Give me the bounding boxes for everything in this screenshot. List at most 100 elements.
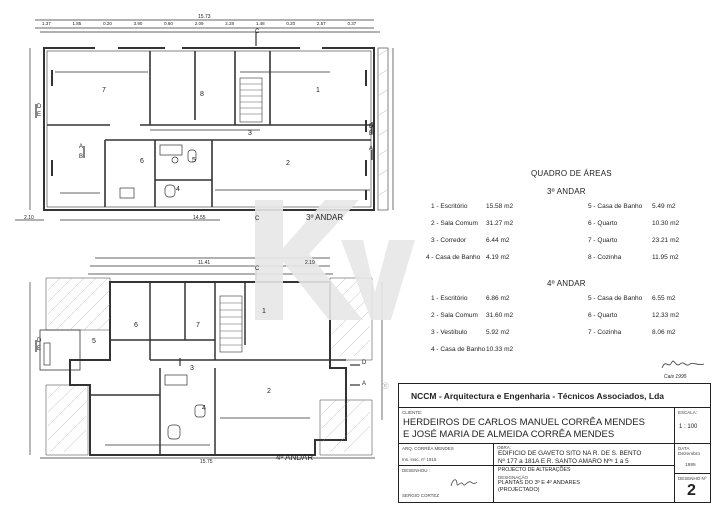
room-number: 7 xyxy=(102,87,106,94)
dim-segment: 1.37 xyxy=(42,21,51,26)
signature-note: Cais 1995 xyxy=(664,374,687,380)
area-value: 23.21 m2 xyxy=(652,237,680,244)
room-number: 1 xyxy=(262,308,266,315)
section-mark: E xyxy=(37,112,42,118)
date-cell: DATA Dezembro 1995 xyxy=(675,444,710,474)
drawing-number-cell: DESENHO Nº 2 xyxy=(675,474,710,502)
obra-line-2: Nº 177 a 181A E R. SANTO AMARO Nºˢ 1 a 5 xyxy=(498,457,629,465)
escala-label: ESCALA: xyxy=(678,410,698,415)
dim-third-width: 14.55 xyxy=(193,215,206,221)
section-mark: A xyxy=(79,144,84,150)
room-number: 4 xyxy=(176,186,180,193)
company-name: NCCM - Arquitectura e Engenharia - Técni… xyxy=(411,391,665,401)
section-mark: C xyxy=(255,29,260,35)
area-label: 2 - Sala Comum xyxy=(431,220,478,227)
area-label: 5 - Casa de Banho xyxy=(588,203,643,210)
area-label: 6 - Quarto xyxy=(588,312,618,319)
dim-segment: 0.20 xyxy=(103,21,112,26)
section-mark: D xyxy=(369,124,374,130)
section-mark: D xyxy=(37,338,42,344)
architect-cell: ARQ. CORRÊA MENDES Ins. insc. nº 1915 xyxy=(399,444,494,466)
signature xyxy=(661,360,705,369)
room-number: 4 xyxy=(202,405,206,412)
drawer-name: SERGIO CORTEZ xyxy=(402,493,440,498)
desenho-label: DESENHO Nº xyxy=(678,476,707,481)
areas-fourth-title: 4º ANDAR xyxy=(547,279,586,288)
room-number: 6 xyxy=(140,158,144,165)
desenhou-label: DESENHOU : xyxy=(402,468,431,473)
area-value: 4.19 m2 xyxy=(486,254,510,261)
area-label: 2 - Sala Comum xyxy=(431,312,478,319)
fourth-floor-title: 4º ANDAR xyxy=(276,453,314,462)
drawer-cell: DESENHOU : SERGIO CORTEZ xyxy=(399,466,494,502)
kw-watermark xyxy=(255,200,415,320)
client-cell: CLIENTE: HERDEIROS DE CARLOS MANUEL CORR… xyxy=(399,408,675,444)
scale-cell: ESCALA: 1 : 100 xyxy=(675,408,710,444)
designation-cell: PROJECTO DE ALTERAÇÕES DESIGNAÇÃO PLANTA… xyxy=(494,466,675,502)
registered-mark: ® xyxy=(382,381,389,391)
section-mark: A xyxy=(369,146,374,152)
area-value: 6.55 m2 xyxy=(652,295,676,302)
room-number: 3 xyxy=(190,365,194,372)
area-value: 15.58 m2 xyxy=(486,203,514,210)
client-line-1: HERDEIROS DE CARLOS MANUEL CORRÊA MENDES xyxy=(403,417,645,428)
area-label: 1 - Escritório xyxy=(431,203,468,210)
area-label: 3 - Corredor xyxy=(431,237,467,244)
dim-fourth-total: 11.41 xyxy=(198,260,211,266)
dim-fourth-right: 2.19 xyxy=(305,260,315,266)
dim-segment: 3.90 xyxy=(133,21,143,26)
obra-cell: OBRA: EDIFICIO DE GAVETO SITO NA R. DE S… xyxy=(494,444,675,466)
section-mark: E xyxy=(369,131,374,137)
dim-segment: 2.09 xyxy=(194,21,204,26)
plan-line-2: (PROJECTADO) xyxy=(498,487,540,493)
area-value: 5.49 m2 xyxy=(652,203,676,210)
date-year: 1995 xyxy=(685,463,696,468)
section-mark: E xyxy=(37,346,42,352)
drawing-number: 2 xyxy=(687,482,696,499)
section-mark: C xyxy=(255,266,260,272)
area-label: 8 - Cozinha xyxy=(588,254,622,261)
dim-segment: 1.48 xyxy=(255,21,265,26)
dim-segment: 0.37 xyxy=(347,21,357,26)
dim-segment: 2.28 xyxy=(225,21,235,26)
section-mark: C xyxy=(255,216,260,222)
dim-segment: 0.20 xyxy=(286,21,296,26)
room-number: 1 xyxy=(316,87,320,94)
area-value: 12.33 m2 xyxy=(652,312,680,319)
room-number: 7 xyxy=(196,322,200,329)
dim-third-left: 2.10 xyxy=(24,215,34,221)
area-value: 11.95 m2 xyxy=(652,254,679,261)
area-value: 6.86 m2 xyxy=(486,295,510,302)
room-number: 2 xyxy=(267,388,271,395)
area-value: 8.06 m2 xyxy=(652,329,676,336)
area-value: 31.27 m2 xyxy=(486,220,514,227)
room-number: 5 xyxy=(92,338,96,345)
area-label: 3 - Vestíbulo xyxy=(431,329,468,336)
company-row: NCCM - Arquitectura e Engenharia - Técni… xyxy=(399,384,710,408)
section-mark: D xyxy=(362,360,367,366)
section-mark: B xyxy=(79,154,84,160)
dim-top-total: 15.73 xyxy=(198,14,211,20)
dim-segment: 2.57 xyxy=(316,21,326,26)
section-mark: D xyxy=(37,104,42,110)
architect-label: ARQ. CORRÊA MENDES xyxy=(402,446,454,451)
area-label: 1 - Escritório xyxy=(431,295,468,302)
inscription: Ins. insc. nº 1915 xyxy=(402,457,437,462)
third-floor-title: 3º ANDAR xyxy=(306,213,344,222)
dim-fourth-bottom: 15.75 xyxy=(200,459,213,465)
area-label: 5 - Casa de Banho xyxy=(588,295,643,302)
room-number: 2 xyxy=(286,160,290,167)
cliente-label: CLIENTE: xyxy=(402,410,423,415)
areas-title: QUADRO DE ÁREAS xyxy=(531,169,612,178)
room-number: 3 xyxy=(248,130,252,137)
area-label: 4 - Casa de Banho xyxy=(426,254,481,261)
area-value: 10.33 m2 xyxy=(486,346,514,353)
project-name: PROJECTO DE ALTERAÇÕES xyxy=(498,467,571,473)
area-value: 6.44 m2 xyxy=(486,237,510,244)
area-label: 7 - Quarto xyxy=(588,237,618,244)
area-label: 4 - Casa de Banho xyxy=(431,346,486,353)
obra-line-1: EDIFICIO DE GAVETO SITO NA R. DE S. BENT… xyxy=(498,450,642,457)
dim-segment: 0.60 xyxy=(164,21,173,26)
